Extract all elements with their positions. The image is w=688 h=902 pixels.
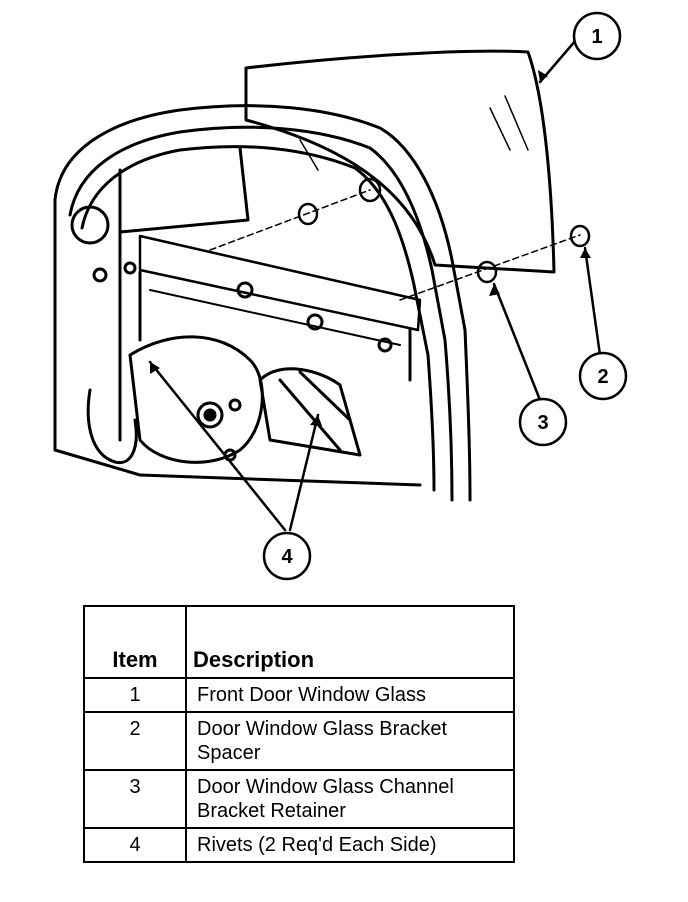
door-inner-panel	[70, 146, 422, 442]
item-column-header: Item	[83, 605, 187, 679]
callout-2: 2	[578, 351, 628, 401]
table-row: 2 Door Window Glass Bracket Spacer	[83, 711, 515, 771]
door-window-exploded-diagram: 1 2 3 4	[53, 11, 628, 581]
callout-4: 4	[262, 531, 312, 581]
window-regulator	[86, 335, 362, 464]
window-glass	[244, 49, 556, 274]
item-number: 1	[83, 677, 187, 713]
item-description: Front Door Window Glass	[185, 677, 515, 713]
retainer-parts	[297, 177, 591, 284]
item-description: Door Window Glass Bracket Spacer	[185, 711, 515, 771]
parts-table: Item Description 1 Front Door Window Gla…	[83, 605, 515, 863]
door-frame	[53, 104, 472, 502]
callout-1-label: 1	[591, 26, 602, 48]
table-row: 4 Rivets (2 Req'd Each Side)	[83, 827, 515, 863]
item-number: 2	[83, 711, 187, 771]
callout-4-label: 4	[281, 546, 293, 568]
item-number: 3	[83, 769, 187, 829]
callout-1: 1	[572, 11, 622, 61]
table-header-row: Item Description	[83, 605, 515, 679]
table-row: 3 Door Window Glass Channel Bracket Reta…	[83, 769, 515, 829]
explode-lines	[209, 189, 581, 301]
callout-3-label: 3	[537, 412, 548, 434]
description-column-header: Description	[185, 605, 515, 679]
item-number: 4	[83, 827, 187, 863]
callout-2-label: 2	[597, 366, 608, 388]
item-description: Rivets (2 Req'd Each Side)	[185, 827, 515, 863]
table-row: 1 Front Door Window Glass	[83, 677, 515, 713]
callout-3: 3	[518, 397, 568, 447]
item-description: Door Window Glass Channel Bracket Retain…	[185, 769, 515, 829]
